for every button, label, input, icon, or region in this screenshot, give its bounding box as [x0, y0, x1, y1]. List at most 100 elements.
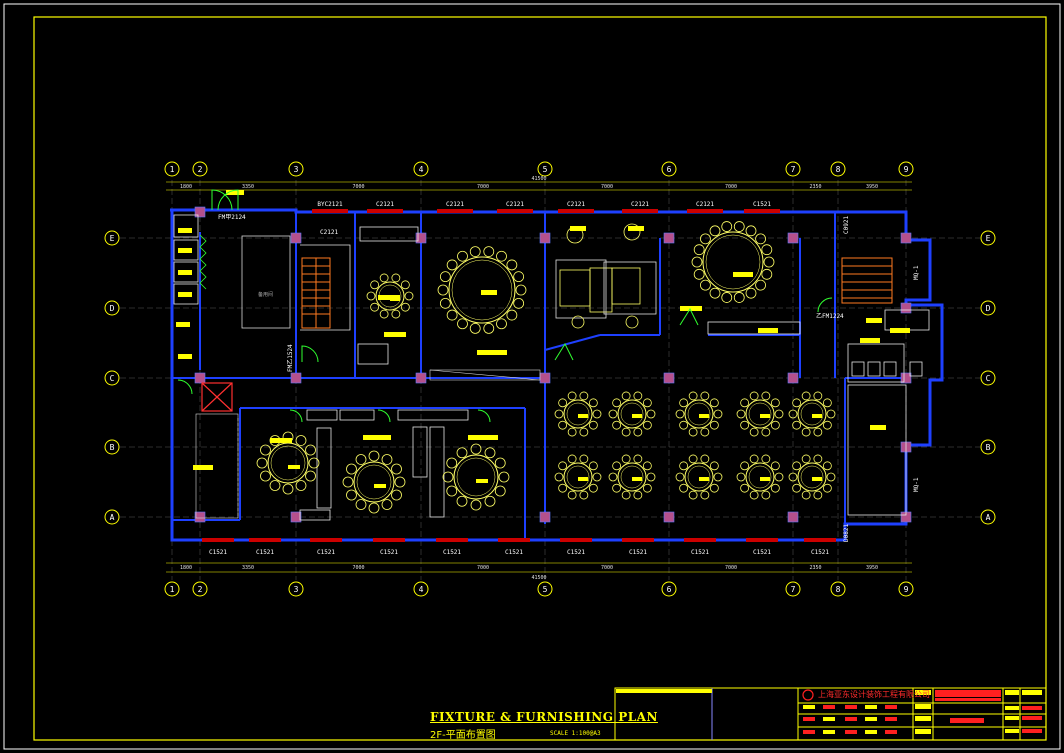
chair: [642, 398, 652, 408]
chair: [305, 470, 316, 482]
grid-bubble-top-2: 2: [192, 161, 208, 177]
annotation-bars: [176, 190, 910, 488]
annotation-bar-24: [578, 414, 588, 418]
chair: [761, 427, 771, 437]
table-private-1: [366, 273, 414, 319]
table-hall-row2-2: [675, 454, 723, 500]
annotation-bar-36: [476, 479, 488, 483]
grid-bubble-circle: [413, 581, 429, 597]
dimension-bottom-7: 3950: [866, 565, 878, 571]
chair: [554, 472, 564, 482]
chair: [579, 391, 589, 401]
chair: [457, 318, 468, 330]
window-bottom-5: [498, 538, 530, 542]
chair: [379, 309, 389, 319]
annotation-bar-1: [178, 248, 192, 253]
staircase-2: [841, 257, 893, 304]
cabinets: [299, 226, 801, 521]
table-hall-row2-3: [736, 454, 784, 500]
grid-bubble-circle: [537, 581, 553, 597]
window-bottom-6: [560, 538, 592, 542]
lounge-furniture: [555, 223, 657, 329]
chair: [688, 454, 698, 464]
chair: [513, 297, 525, 309]
grid-bubble-circle: [537, 161, 553, 177]
column-5: [900, 232, 912, 244]
window-label-inner: C2121: [320, 229, 338, 236]
table-vip-right: [691, 221, 775, 303]
chair: [295, 435, 307, 446]
table-inner-ring: [687, 402, 711, 426]
chair: [370, 280, 380, 290]
dimension-bottom-5: 7000: [725, 565, 737, 571]
column-6: [194, 372, 206, 384]
grid-bubble-label: B: [986, 443, 991, 452]
chair: [709, 225, 721, 237]
chair: [370, 302, 380, 312]
window-top-2: [437, 209, 473, 213]
chair: [483, 323, 495, 334]
chair: [801, 427, 811, 437]
chair: [496, 250, 507, 262]
table-inner-ring: [800, 402, 824, 426]
grid-bubble-label: 3: [294, 585, 299, 594]
dimension-lines: [166, 181, 912, 573]
annotation-bar-3: [178, 292, 192, 297]
grid-bubble-label: 8: [836, 585, 841, 594]
table-inner-ring: [356, 464, 392, 500]
grid-bubble-label: C: [110, 374, 115, 383]
annotation-bar-0: [178, 228, 192, 233]
chair: [633, 454, 643, 464]
chair: [381, 454, 393, 465]
chair: [346, 463, 357, 475]
table-top: [745, 462, 775, 492]
chair: [709, 420, 719, 430]
grid-bubble-left-D: D: [104, 300, 120, 316]
structural-columns: [194, 206, 912, 523]
chair: [394, 476, 406, 488]
window-label-bottom-8: C1521: [691, 549, 709, 556]
chair: [442, 471, 454, 483]
table-private-4: [442, 443, 510, 511]
chair: [554, 409, 564, 419]
chair: [366, 291, 376, 301]
dimension-top-2: 7000: [352, 184, 364, 190]
chair: [269, 480, 281, 491]
table-inner-ring: [748, 465, 772, 489]
window-bottom-1: [249, 538, 281, 542]
chair: [688, 490, 698, 500]
chair: [456, 447, 468, 459]
chair: [621, 454, 631, 464]
title-block-fills: [616, 689, 1042, 734]
chair: [770, 420, 780, 430]
window-bottom-0: [202, 538, 234, 542]
grid-bubble-circle: [104, 230, 120, 246]
chair: [260, 470, 271, 482]
chair: [709, 483, 719, 493]
round-tables: [256, 221, 836, 514]
column-11: [787, 372, 799, 384]
chair: [456, 495, 468, 507]
annotation-bar-17: [758, 328, 778, 333]
chair: [745, 287, 757, 299]
window-top-3: [497, 209, 533, 213]
chair: [608, 472, 618, 482]
annotation-bar-35: [374, 484, 386, 488]
table-hall-row1-0: [554, 391, 602, 437]
grid-bubble-right-C: C: [980, 370, 996, 386]
chair: [256, 457, 268, 469]
chair: [446, 457, 458, 469]
company-name: 上海亚东设计装饰工程有限公司: [818, 690, 930, 699]
chair: [379, 273, 389, 283]
annotation-bar-4: [176, 322, 190, 327]
chair: [391, 489, 402, 501]
annotation-bar-20: [866, 318, 882, 323]
chair: [346, 489, 357, 501]
chair: [437, 284, 449, 296]
annotation-bar-21: [890, 328, 910, 333]
chair: [792, 461, 802, 471]
chair: [612, 483, 622, 493]
grid-bubble-circle: [980, 300, 996, 316]
